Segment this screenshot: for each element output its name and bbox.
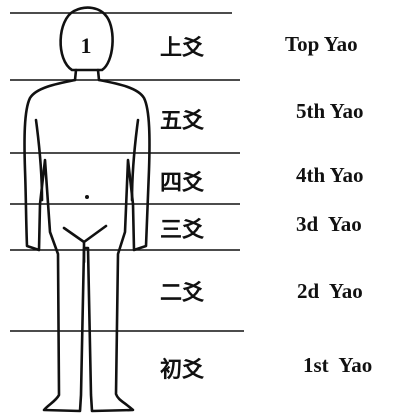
figure-head [59,6,114,72]
figure-navel [85,195,89,199]
human-figure: 1 [23,6,151,413]
level-zh-4: 四爻 [160,171,204,196]
figure-groin [62,224,108,264]
level-zh-2: 二爻 [160,281,204,306]
level-zh-top: 上爻 [160,36,204,61]
level-en-3: 3d Yao [296,212,362,236]
figure-right-arm-inner [130,118,140,202]
level-en-1: 1st Yao [303,353,372,377]
level-zh-1: 初爻 [160,357,204,383]
figure-neck [73,68,101,82]
chinese-labels: 上爻 五爻 四爻 三爻 二爻 初爻 [160,36,204,383]
level-en-5: 5th Yao [296,99,363,123]
level-zh-3: 三爻 [160,218,204,243]
figure-body-outline [23,78,151,413]
level-zh-5: 五爻 [160,109,204,134]
head-mark: 1 [81,33,92,58]
figure-left-arm-inner [34,118,44,202]
level-en-4: 4th Yao [296,163,363,187]
level-en-top: Top Yao [285,32,358,56]
english-labels: Top Yao 5th Yao 4th Yao 3d Yao 2d Yao 1s… [285,32,372,377]
level-en-2: 2d Yao [297,279,363,303]
